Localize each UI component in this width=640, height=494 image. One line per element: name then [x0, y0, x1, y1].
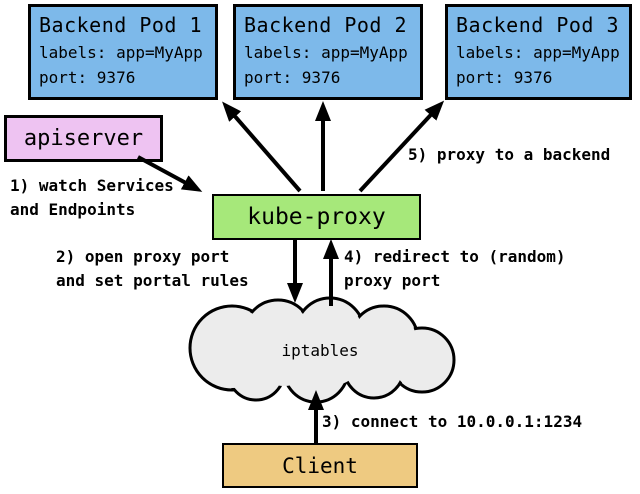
backend-pod-2-box: Backend Pod 2 labels: app=MyApp port: 93…	[233, 4, 423, 100]
backend-pod-1-labels: labels: app=MyApp	[39, 43, 203, 62]
iptables-label: iptables	[281, 341, 359, 360]
annotation-step-5: 5) proxy to a backend	[408, 145, 611, 164]
backend-pod-1-box: Backend Pod 1 labels: app=MyApp port: 93…	[28, 4, 218, 100]
annotation-step-3: 3) connect to 10.0.0.1:1234	[322, 412, 583, 431]
client-box: Client	[222, 443, 418, 488]
backend-pod-3-box: Backend Pod 3 labels: app=MyApp port: 93…	[445, 4, 632, 100]
apiserver-box: apiserver	[4, 115, 163, 162]
client-label: Client	[282, 453, 358, 478]
backend-pod-2-labels: labels: app=MyApp	[244, 43, 408, 62]
annotation-step-2: 2) open proxy port and set portal rules	[56, 247, 249, 290]
arrow-kube-proxy-to-pod-1	[222, 101, 302, 193]
kube-proxy-box: kube-proxy	[212, 194, 421, 240]
backend-pod-2-title: Backend Pod 2	[244, 13, 408, 37]
backend-pod-3-title: Backend Pod 3	[456, 13, 620, 37]
backend-pod-3-labels: labels: app=MyApp	[456, 43, 620, 62]
kube-proxy-label: kube-proxy	[247, 204, 386, 230]
annotation-step-4: 4) redirect to (random) proxy port	[344, 247, 566, 290]
apiserver-label: apiserver	[23, 126, 144, 151]
backend-pod-3-port: port: 9376	[456, 68, 553, 87]
annotation-step-1: 1) watch Services and Endpoints	[10, 176, 174, 219]
backend-pod-2-port: port: 9376	[244, 68, 341, 87]
backend-pod-1-title: Backend Pod 1	[39, 13, 203, 37]
backend-pod-1-port: port: 9376	[39, 68, 136, 87]
